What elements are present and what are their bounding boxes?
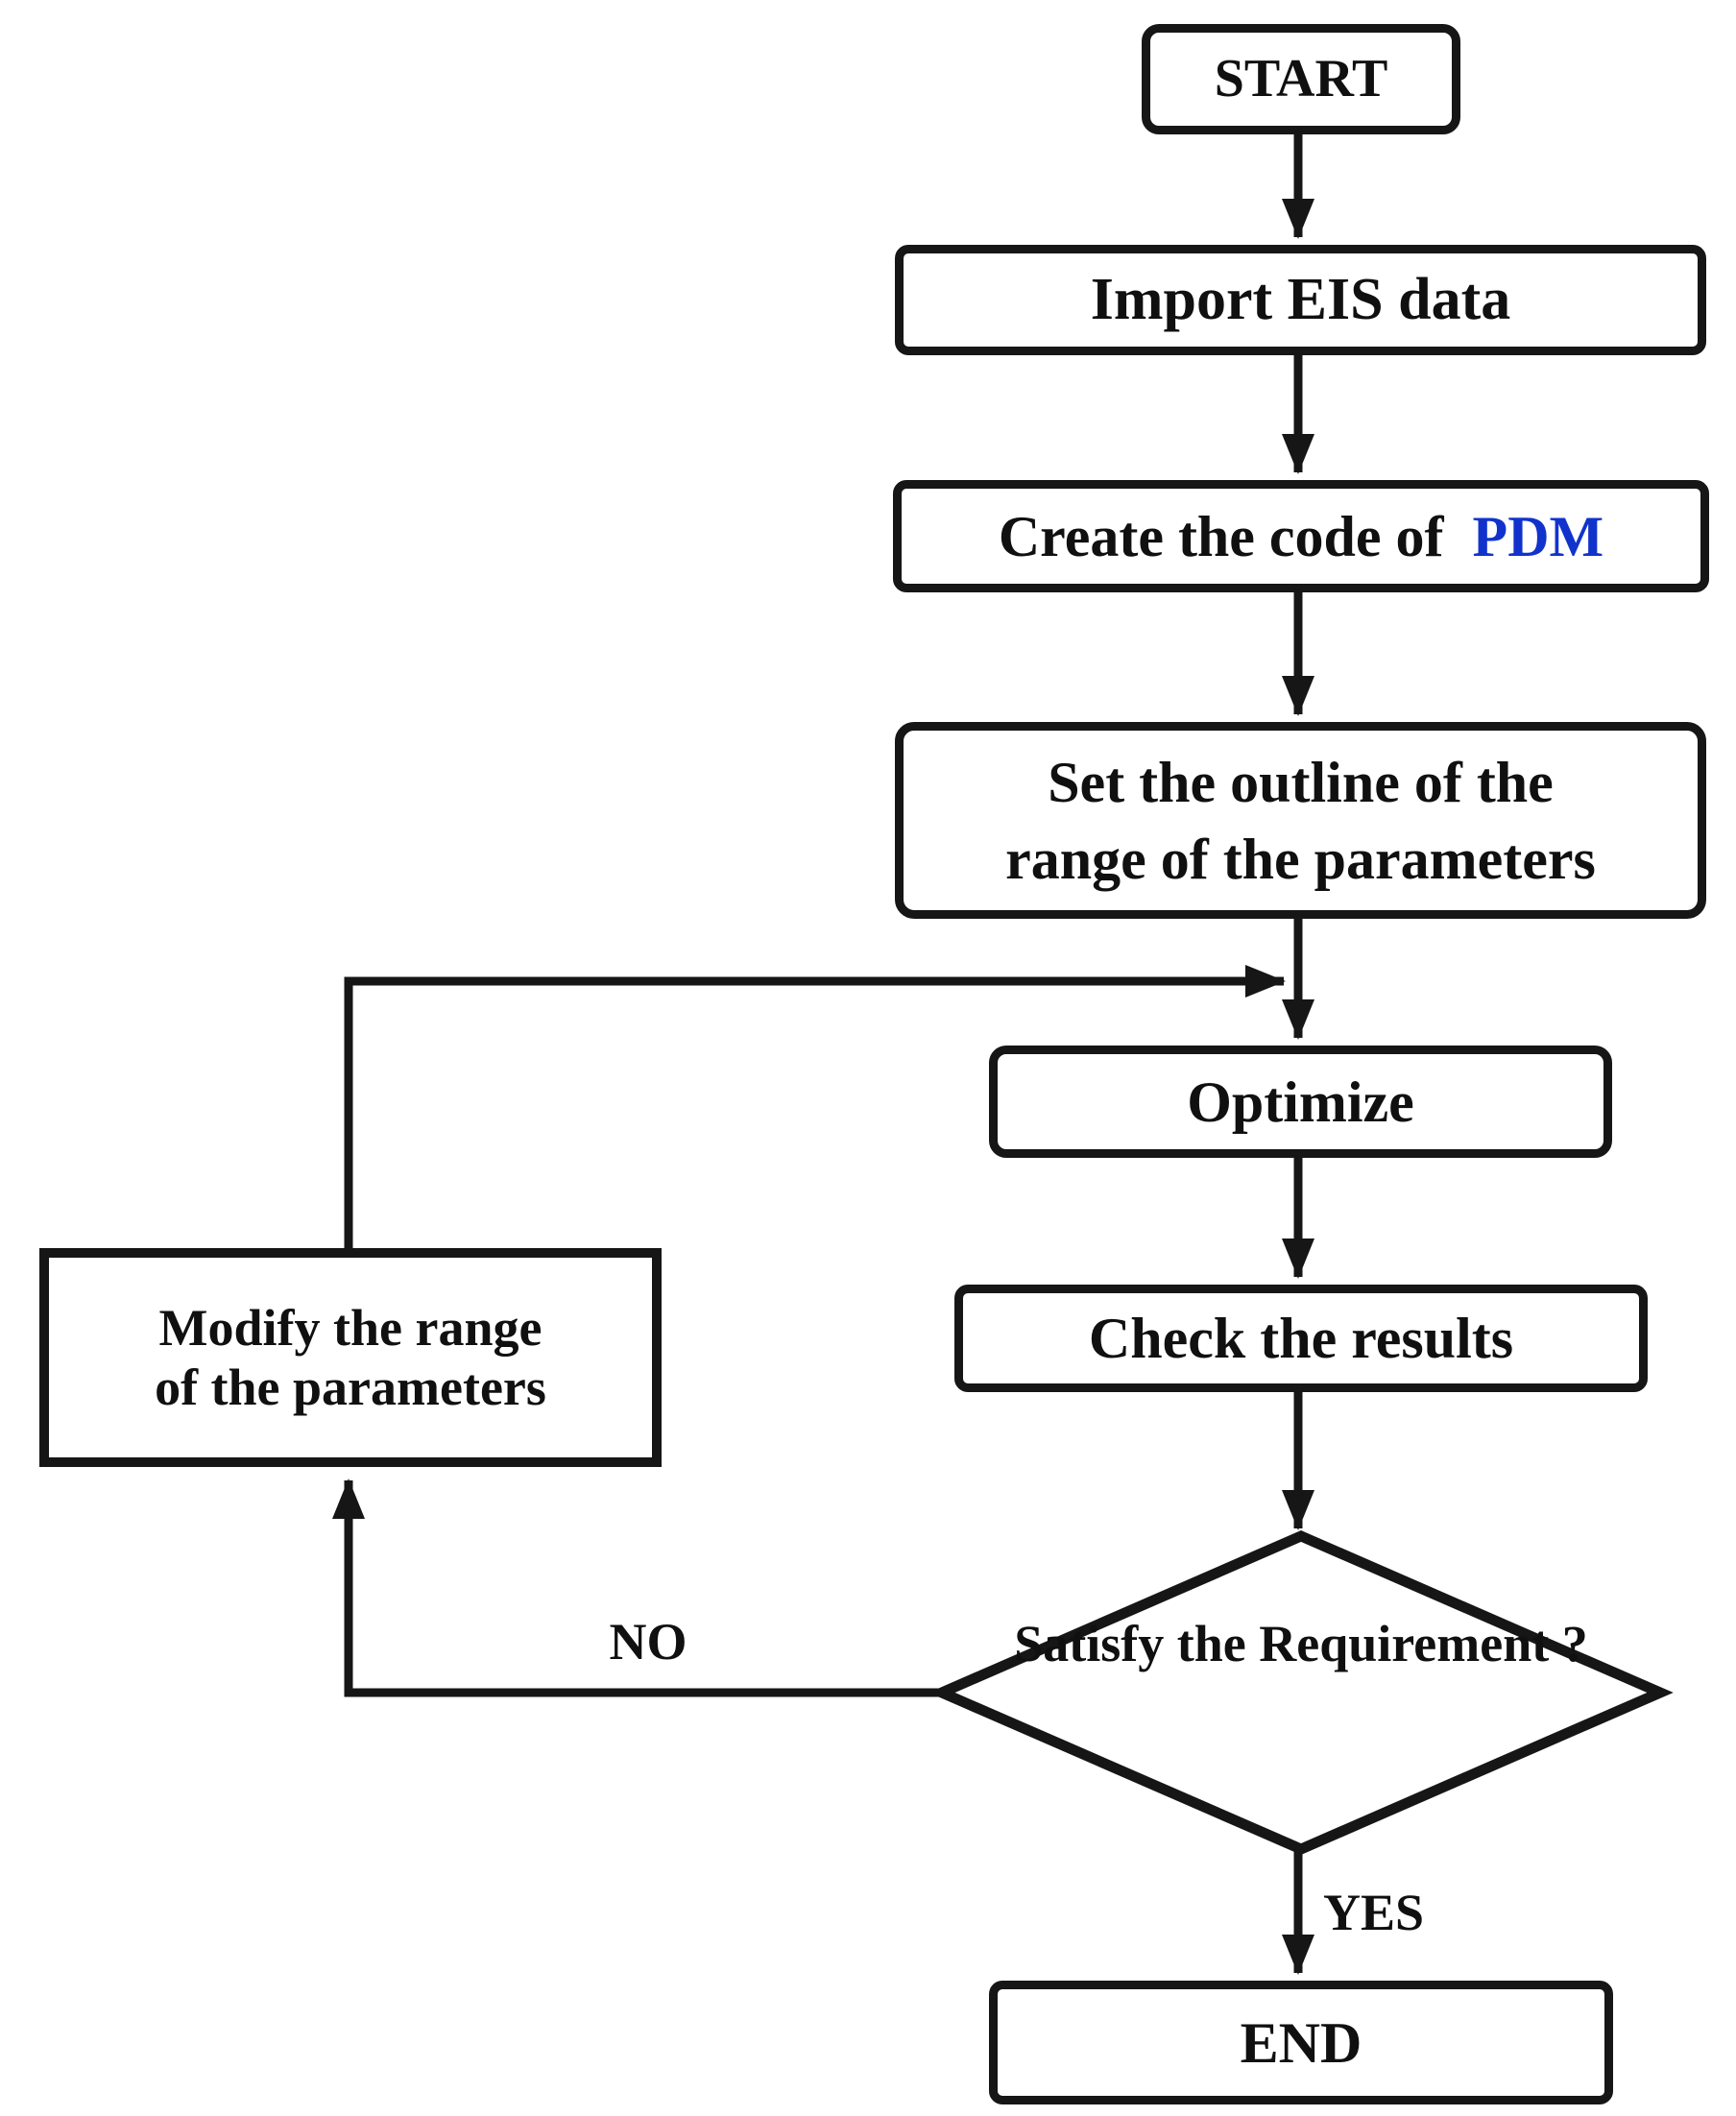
end-node: END <box>989 1981 1613 2104</box>
create-label-spacer <box>1444 505 1473 568</box>
yes-label: YES <box>1323 1884 1425 1941</box>
import-eis-data-node: Import EIS data <box>895 245 1706 355</box>
check-results-label: Check the results <box>1088 1307 1514 1370</box>
modify-line1: Modify the range <box>158 1299 542 1357</box>
modify-range-node: Modify the range of the parameters <box>39 1248 662 1467</box>
pdm-highlight: PDM <box>1472 504 1604 568</box>
check-results-node: Check the results <box>954 1285 1648 1392</box>
optimize-label: Optimize <box>1187 1070 1414 1134</box>
decision-diamond-text: Satisfy the Requirement ? <box>1013 1605 1589 1683</box>
end-label: END <box>1240 2010 1362 2075</box>
decision-diamond-shape <box>928 1530 1674 1855</box>
optimize-node: Optimize <box>989 1046 1612 1158</box>
start-label: START <box>1214 48 1388 108</box>
modify-line2: of the parameters <box>155 1359 546 1416</box>
decision-line3: ? <box>1561 1615 1588 1672</box>
decision-line1: Satisfy the <box>1014 1615 1246 1672</box>
start-node: START <box>1142 24 1460 134</box>
no-label: NO <box>609 1613 687 1671</box>
set-outline-node: Set the outline of the range of the para… <box>895 722 1706 919</box>
create-label-prefix: Create the code of <box>998 504 1444 568</box>
decision-line2: Requirement <box>1259 1615 1550 1672</box>
edge-modify-merge <box>344 965 1286 1248</box>
create-code-node: Create the code of PDM <box>893 480 1709 592</box>
edge-no-loop <box>332 1479 942 1697</box>
set-outline-line2: range of the parameters <box>1005 827 1596 891</box>
set-outline-line1: Set the outline of the <box>1048 750 1554 814</box>
import-label: Import EIS data <box>1090 267 1511 333</box>
